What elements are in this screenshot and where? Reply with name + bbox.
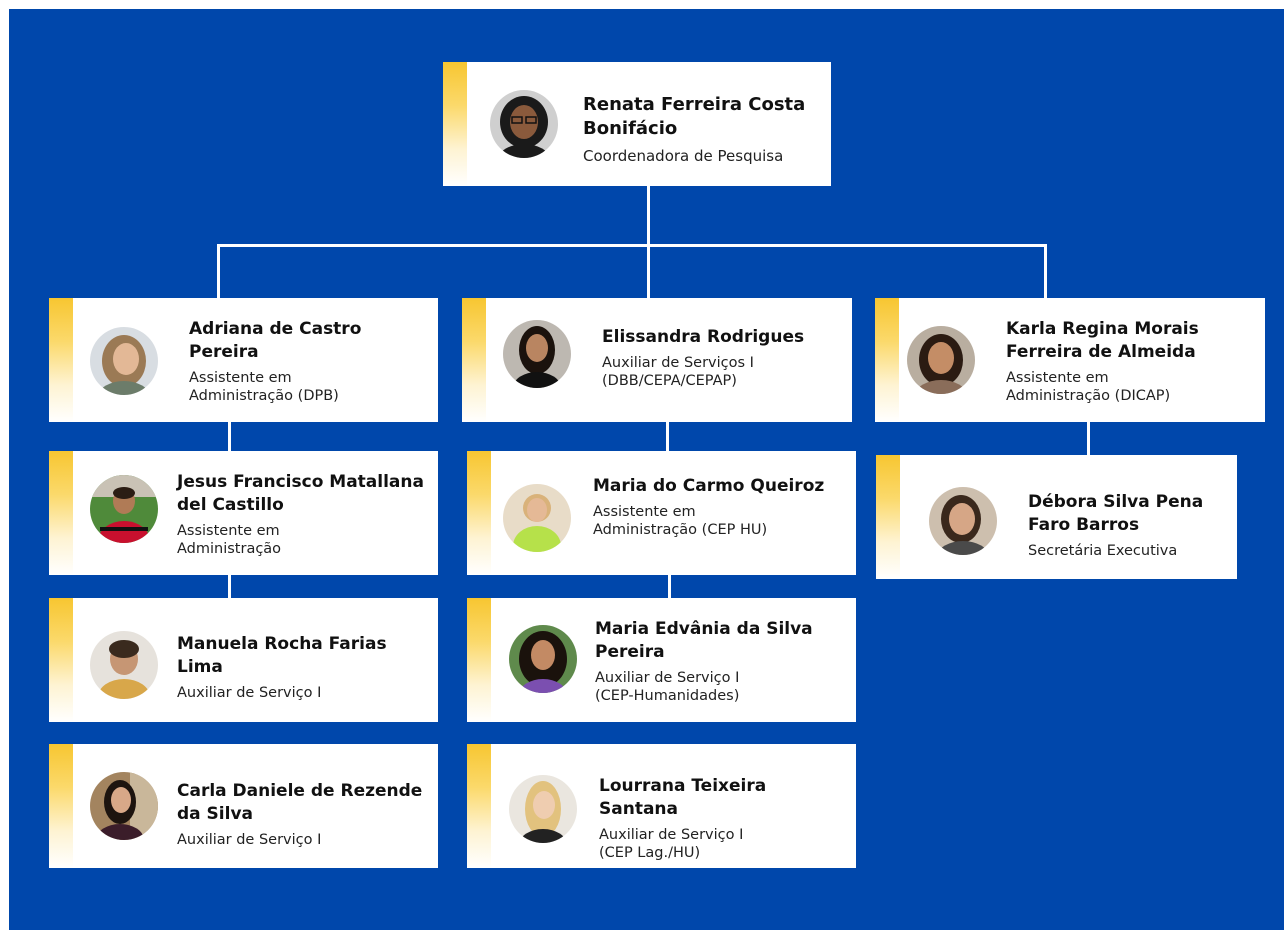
connector-col3-drop (1044, 244, 1047, 298)
person-role: Assistente em Administração (177, 523, 282, 557)
connector-top-trunk (647, 186, 650, 246)
person-avatar-icon (509, 625, 577, 693)
connector-col2-link-b (668, 574, 671, 598)
person-name: Jesus Francisco Matallana del Castillo (177, 472, 424, 515)
person-avatar-icon (90, 327, 158, 395)
person-avatar-icon (90, 475, 158, 543)
card-text: Maria do Carmo Queiroz Assistente em Adm… (593, 475, 848, 539)
card-text: Renata Ferreira Costa Bonifácio Coordena… (583, 93, 823, 165)
person-avatar-icon (503, 484, 571, 552)
connector-col1-drop (217, 244, 220, 298)
card-accent-bar (467, 451, 491, 575)
card-text: Jesus Francisco Matallana del Castillo A… (177, 471, 430, 558)
connector-horizontal-bar (217, 244, 1047, 247)
person-avatar-icon (503, 320, 571, 388)
person-name: Lourrana Teixeira Santana (599, 776, 767, 819)
person-role: Secretária Executiva (1028, 543, 1178, 559)
person-role: Assistente em Administração (CEP HU) (593, 504, 768, 538)
org-card: Adriana de Castro Pereira Assistente em … (49, 298, 438, 422)
card-text: Maria Edvânia da Silva Pereira Auxiliar … (595, 618, 848, 705)
card-accent-bar (49, 744, 73, 868)
card-text: Carla Daniele de Rezende da Silva Auxili… (177, 780, 430, 849)
person-name: Karla Regina Morais Ferreira de Almeida (1006, 319, 1199, 362)
person-role: Assistente em Administração (DICAP) (1006, 370, 1171, 404)
card-text: Elissandra Rodrigues Auxiliar de Serviço… (602, 326, 844, 390)
person-role: Coordenadora de Pesquisa (583, 147, 784, 165)
connector-col2-link-a (666, 421, 669, 451)
org-card-coordinator: Renata Ferreira Costa Bonifácio Coordena… (443, 62, 831, 186)
person-role: Auxiliar de Serviço I (177, 832, 322, 848)
person-avatar-icon (509, 775, 577, 843)
connector-col1-link-a (228, 421, 231, 451)
person-name: Manuela Rocha Farias Lima (177, 634, 387, 677)
person-name: Adriana de Castro Pereira (189, 319, 362, 362)
card-accent-bar (49, 598, 73, 722)
connector-col2-drop (647, 244, 650, 298)
person-name: Renata Ferreira Costa Bonifácio (583, 94, 806, 139)
person-name: Carla Daniele de Rezende da Silva (177, 781, 423, 824)
org-card: Maria do Carmo Queiroz Assistente em Adm… (467, 451, 856, 575)
card-text: Débora Silva Pena Faro Barros Secretária… (1028, 491, 1229, 560)
org-chart: Renata Ferreira Costa Bonifácio Coordena… (9, 9, 1284, 930)
card-accent-bar (467, 744, 491, 868)
person-name: Maria do Carmo Queiroz (593, 476, 825, 496)
card-accent-bar (876, 455, 900, 579)
connector-col3-link-a (1087, 421, 1090, 456)
person-name: Elissandra Rodrigues (602, 327, 805, 347)
connector-col1-link-b (228, 574, 231, 598)
card-text: Adriana de Castro Pereira Assistente em … (189, 318, 430, 405)
org-card: Elissandra Rodrigues Auxiliar de Serviço… (462, 298, 852, 422)
org-card: Maria Edvânia da Silva Pereira Auxiliar … (467, 598, 856, 722)
person-role: Auxiliar de Serviços I (DBB/CEPA/CEPAP) (602, 355, 754, 389)
org-card: Jesus Francisco Matallana del Castillo A… (49, 451, 438, 575)
card-accent-bar (49, 298, 73, 422)
person-avatar-icon (90, 631, 158, 699)
person-avatar-icon (490, 90, 558, 158)
card-accent-bar (443, 62, 467, 186)
person-role: Assistente em Administração (DPB) (189, 370, 339, 404)
person-role: Auxiliar de Serviço I (177, 685, 322, 701)
card-text: Lourrana Teixeira Santana Auxiliar de Se… (599, 775, 848, 862)
person-name: Débora Silva Pena Faro Barros (1028, 492, 1204, 535)
card-text: Manuela Rocha Farias Lima Auxiliar de Se… (177, 633, 430, 702)
person-role: Auxiliar de Serviço I (CEP Lag./HU) (599, 827, 744, 861)
person-avatar-icon (90, 772, 158, 840)
org-card: Débora Silva Pena Faro Barros Secretária… (876, 455, 1237, 579)
person-role: Auxiliar de Serviço I (CEP-Humanidades) (595, 670, 740, 704)
person-avatar-icon (907, 326, 975, 394)
org-card: Lourrana Teixeira Santana Auxiliar de Se… (467, 744, 856, 868)
org-card: Manuela Rocha Farias Lima Auxiliar de Se… (49, 598, 438, 722)
card-accent-bar (49, 451, 73, 575)
org-card: Karla Regina Morais Ferreira de Almeida … (875, 298, 1265, 422)
card-accent-bar (462, 298, 486, 422)
card-text: Karla Regina Morais Ferreira de Almeida … (1006, 318, 1257, 405)
person-name: Maria Edvânia da Silva Pereira (595, 619, 813, 662)
card-accent-bar (875, 298, 899, 422)
person-avatar-icon (929, 487, 997, 555)
card-accent-bar (467, 598, 491, 722)
org-card: Carla Daniele de Rezende da Silva Auxili… (49, 744, 438, 868)
